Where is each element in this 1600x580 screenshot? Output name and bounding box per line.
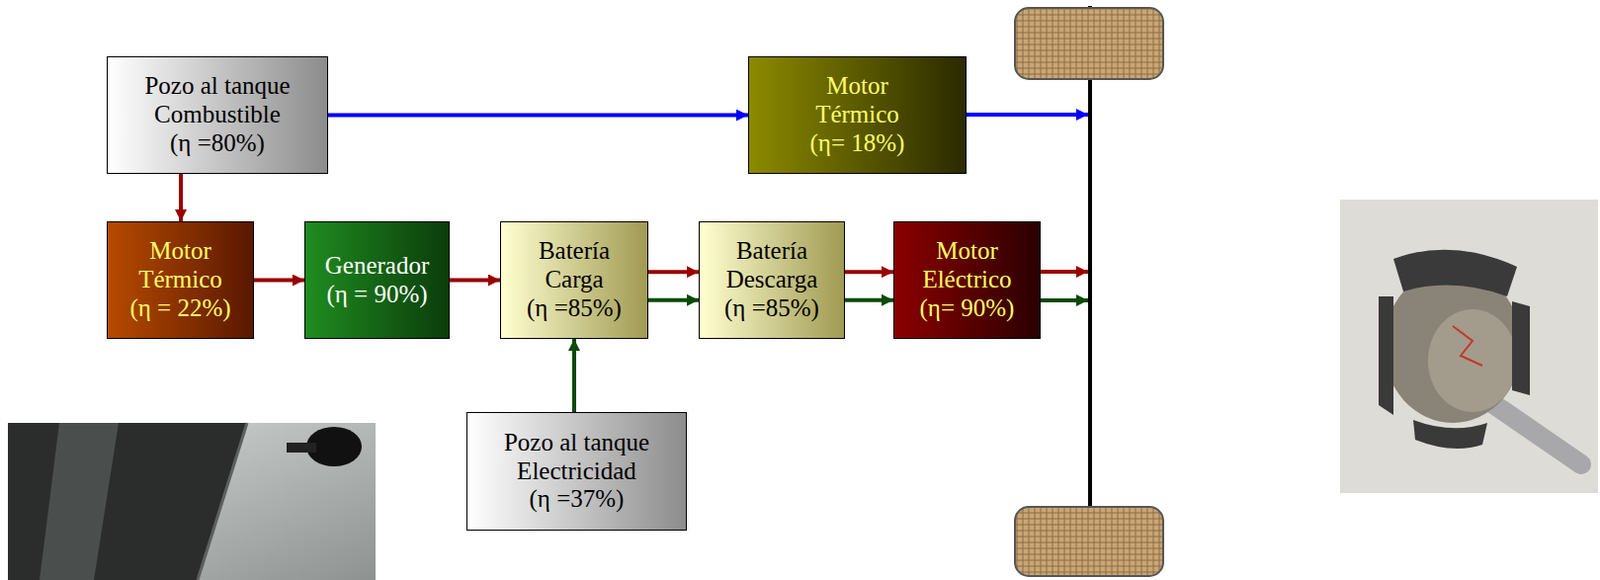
flow-arrow [844, 269, 894, 274]
flow-arrow [253, 278, 305, 283]
rotor-face [1428, 309, 1517, 413]
wheel [1014, 506, 1164, 577]
flow-arrow [328, 113, 749, 118]
magnet [1413, 420, 1488, 449]
box-text: (η = 90%) [326, 280, 427, 310]
door-seam [197, 422, 248, 580]
box-text: (η = 22%) [129, 294, 231, 324]
car-window [7, 422, 248, 580]
box-text: Pozo al tanque Combustible [118, 72, 317, 130]
box-text: Batería Descarga [707, 237, 837, 295]
drive-arrow [1040, 269, 1089, 274]
axle [1088, 5, 1093, 578]
battery-box: Batería Carga(η =85%) [500, 221, 649, 339]
car-photo [7, 422, 376, 580]
source-box: Pozo al tanque Combustible(η =80%) [106, 56, 329, 174]
mirror-arm [286, 442, 317, 453]
box-text: Generador [325, 252, 430, 281]
flow-arrow [648, 269, 699, 274]
box-text: Batería Carga [508, 237, 640, 295]
flow-arrow [648, 298, 699, 303]
box-text: Pozo al tanque Electricidad [478, 428, 676, 487]
car-pillar [39, 422, 119, 580]
flow-arrow [572, 338, 577, 413]
flow-arrow [449, 278, 501, 283]
battery-box: Batería Descarga(η =85%) [698, 221, 845, 339]
rotor-mark [1452, 326, 1483, 366]
engine-box: Motor Térmico(η= 18%) [748, 56, 967, 174]
magnet [1393, 250, 1517, 297]
photo-ground [1340, 199, 1599, 494]
magnet [1512, 301, 1530, 396]
box-text: Motor Eléctrico [902, 237, 1032, 295]
box-text: (η =37%) [529, 485, 625, 514]
drive-arrow [1040, 298, 1089, 303]
wheel [1014, 7, 1164, 80]
flow-arrow [844, 298, 894, 303]
box-text: (η= 18%) [810, 129, 906, 159]
box-text: Motor Térmico [783, 72, 932, 130]
box-text: (η =80%) [169, 129, 265, 159]
drive-arrow [966, 112, 1089, 117]
generator-box: Generador(η = 90%) [304, 221, 450, 339]
box-text: (η =85%) [526, 294, 622, 324]
rotor-photo [1340, 199, 1599, 494]
box-text: (η =85%) [724, 294, 820, 324]
magnet [1378, 296, 1394, 416]
car-body [7, 422, 376, 580]
motor-box: Motor Eléctrico(η= 90%) [893, 221, 1041, 339]
source-box: Pozo al tanque Electricidad(η =37%) [466, 412, 687, 531]
engine-box: Motor Térmico(η = 22%) [106, 221, 254, 339]
box-text: Motor Térmico [115, 237, 246, 295]
box-text: (η= 90%) [920, 294, 1015, 324]
flow-arrow [178, 173, 183, 222]
